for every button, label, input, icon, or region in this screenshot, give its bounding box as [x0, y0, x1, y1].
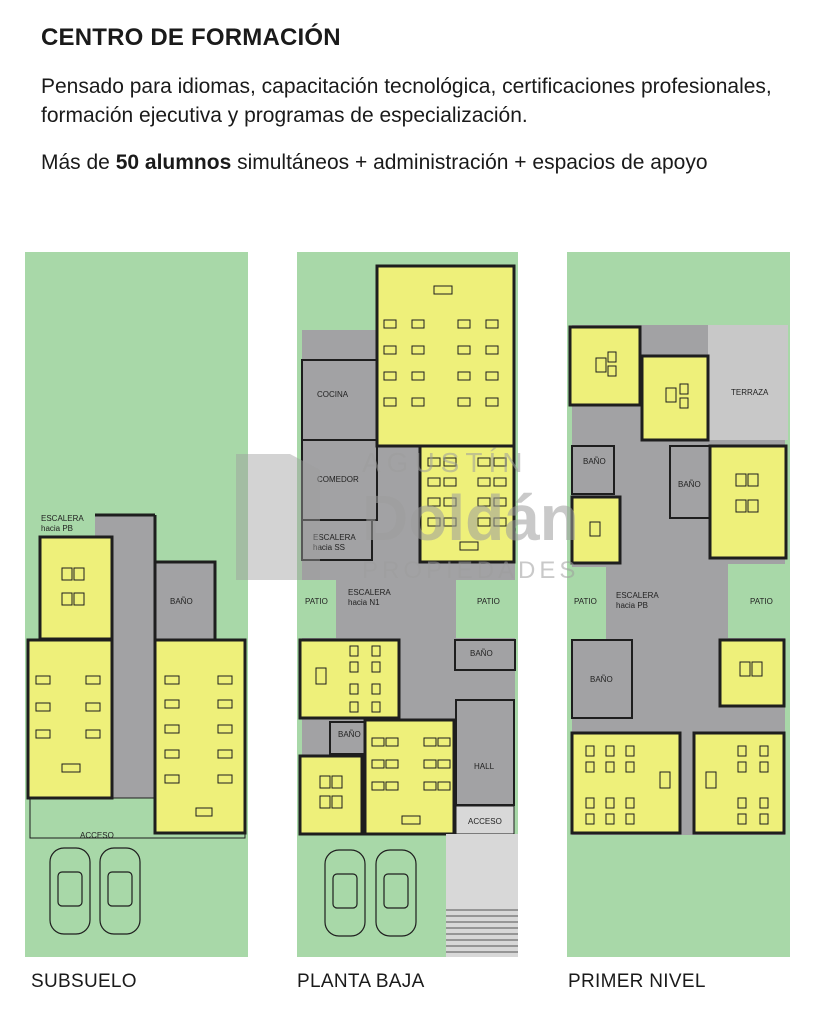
- watermark-line1: AGUSTÍN: [362, 447, 528, 478]
- room-label-bathroom: BAÑO: [338, 730, 361, 739]
- room-label-bathroom: BAÑO: [678, 480, 701, 489]
- floor-plan-planta-baja: COCINA COMEDOR ESCALERA hacia SS ESCALER…: [297, 252, 518, 957]
- entry-steps: [446, 909, 518, 953]
- bathroom: [329, 721, 366, 755]
- classroom: [298, 754, 364, 836]
- terrace: [708, 325, 788, 440]
- classroom: [38, 535, 114, 641]
- stair-to-ss: [301, 519, 373, 561]
- room-label-hall: HALL: [474, 762, 495, 771]
- room-label-patio-left: PATIO: [305, 597, 328, 606]
- room-label-stair: ESCALERA: [616, 591, 659, 600]
- room-label-bathroom: BAÑO: [470, 649, 493, 658]
- watermark-emblem: [236, 454, 320, 580]
- room-label-stair-ss: ESCALERA: [313, 533, 356, 542]
- patio: [728, 564, 788, 638]
- classroom: [418, 444, 516, 564]
- classroom: [570, 495, 622, 565]
- classroom: [26, 638, 114, 800]
- watermark-logo: AGUSTÍN Doldán PROPIEDADES: [236, 447, 579, 584]
- patio: [456, 580, 516, 638]
- floor-plan-primer-nivel: TERRAZA BAÑO BAÑO BAÑO ESCALERA hacia PB…: [567, 252, 790, 957]
- classroom: [692, 731, 786, 835]
- room-label-stair: ESCALERA: [41, 514, 84, 523]
- room-label-bathroom: BAÑO: [170, 597, 193, 606]
- desks: [35, 567, 233, 817]
- classroom: [718, 638, 786, 708]
- room-label-patio-left: PATIO: [574, 597, 597, 606]
- page-description: Pensado para idiomas, capacitación tecno…: [41, 75, 772, 127]
- room-label-stair-sub: hacia PB: [41, 524, 73, 533]
- floor-label-planta-baja: PLANTA BAJA: [297, 971, 425, 992]
- watermark-line3: PROPIEDADES: [362, 557, 579, 584]
- kitchen: [301, 359, 378, 441]
- capacity-text: Más de 50 alumnos simultáneos + administ…: [41, 148, 781, 178]
- room-label-stair-n1: ESCALERA: [348, 588, 391, 597]
- page-title: CENTRO DE FORMACIÓN: [41, 24, 341, 51]
- bathroom: [571, 445, 615, 495]
- watermark-line2: Doldán: [362, 482, 579, 554]
- room-label-patio-right: PATIO: [477, 597, 500, 606]
- floor-label-subsuelo: SUBSUELO: [31, 971, 137, 992]
- room-label-terrace: TERRAZA: [731, 388, 769, 397]
- driveway: [446, 834, 518, 957]
- dining-room: [301, 439, 378, 521]
- classroom: [708, 444, 788, 560]
- floor-plans: ESCALERA hacia PB BAÑO ACCESO: [25, 252, 790, 957]
- capacity-suffix: simultáneos + administración + espacios …: [231, 151, 708, 174]
- capacity-highlight: 50 alumnos: [115, 151, 232, 174]
- room-label-bathroom: BAÑO: [590, 675, 613, 684]
- room-label-stair-sub: hacia PB: [616, 601, 648, 610]
- parked-cars: [324, 849, 417, 937]
- bathroom: [454, 639, 516, 671]
- hall: [455, 699, 515, 806]
- classroom: [363, 718, 456, 836]
- desks: [315, 285, 507, 825]
- classroom: [375, 264, 516, 448]
- classroom: [568, 325, 642, 407]
- floor-label-primer-nivel: PRIMER NIVEL: [568, 971, 706, 992]
- room-label-patio-right: PATIO: [750, 597, 773, 606]
- floor-plan-subsuelo: ESCALERA hacia PB BAÑO ACCESO: [25, 252, 248, 957]
- room-label-stair-ss-sub: hacia SS: [313, 543, 345, 552]
- room-label-access: ACCESO: [468, 817, 502, 826]
- room-label-stair-n1-sub: hacia N1: [348, 598, 380, 607]
- parked-cars: [49, 847, 141, 935]
- desks: [585, 351, 769, 825]
- classroom: [640, 354, 710, 442]
- room-label-dining: COMEDOR: [317, 475, 359, 484]
- patio: [568, 567, 606, 639]
- patio: [298, 580, 336, 638]
- classroom: [153, 638, 247, 835]
- room-label-bathroom: BAÑO: [583, 457, 606, 466]
- room-label-kitchen: COCINA: [317, 390, 349, 399]
- capacity-prefix: Más de: [41, 151, 116, 174]
- bathroom: [571, 639, 633, 719]
- room-label-access: ACCESO: [80, 831, 114, 840]
